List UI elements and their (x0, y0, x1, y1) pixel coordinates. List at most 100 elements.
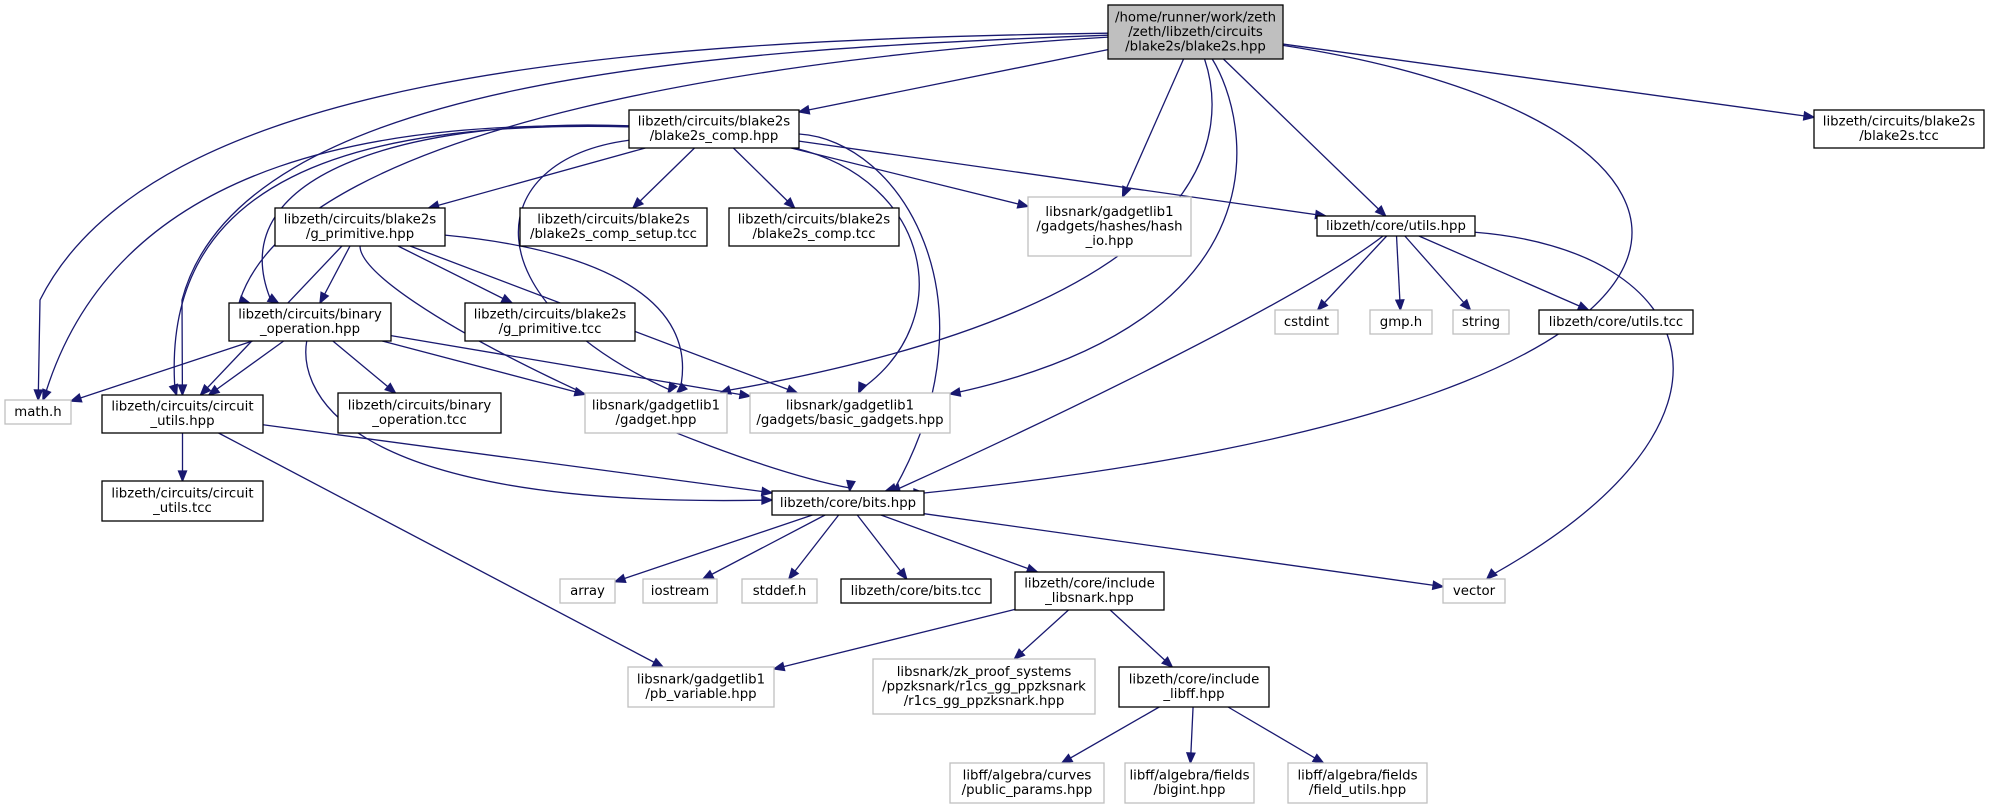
arrowhead-icon (948, 387, 962, 397)
node-gprim-tcc[interactable]: libzeth/circuits/blake2s/g_primitive.tcc (464, 302, 636, 342)
arrowhead-icon (1431, 580, 1445, 591)
node-inc-libff[interactable]: libzeth/core/include_libff.hpp (1118, 666, 1270, 708)
node-box (949, 762, 1105, 804)
node-label-line: libzeth/circuits/blake2s (638, 115, 790, 130)
node-bits-tcc[interactable]: libzeth/core/bits.tcc (840, 578, 992, 604)
edge-inc_libff-to-bigint (1185, 706, 1196, 765)
node-root[interactable]: /home/runner/work/zeth/zeth/libzeth/circ… (1107, 4, 1284, 60)
node-label-line: /g_primitive.tcc (499, 322, 602, 337)
arrowhead-icon (783, 197, 796, 210)
arrowhead-icon (1316, 298, 1329, 312)
arrowhead-icon (785, 384, 799, 394)
node-circ-utils-tcc[interactable]: libzeth/circuits/circuit_utils.tcc (101, 480, 264, 522)
node-label-line: /gadgets/hashes/hash (1036, 219, 1182, 234)
node-label-line: /zeth/libzeth/circuits (1128, 25, 1263, 40)
edge-binop_hpp-to-gadget (382, 340, 587, 397)
arrowhead-icon (761, 495, 774, 505)
arrowhead-icon (1016, 199, 1030, 209)
arrowhead-icon (651, 657, 665, 668)
node-label-line: libzeth/circuits/blake2s (1823, 115, 1975, 130)
node-label-line: _operation.hpp (259, 322, 360, 337)
node-label-line: /home/runner/work/zeth (1115, 10, 1276, 25)
node-circ-utils-hpp[interactable]: libzeth/circuits/circuit_utils.hpp (101, 394, 264, 434)
node-label-line: libzeth/circuits/circuit (111, 487, 253, 502)
arrowhead-icon (631, 197, 645, 210)
edge-bits_hpp-to-stddef (787, 514, 840, 581)
arrowhead-icon (1025, 563, 1040, 574)
node-iostream: iostream (642, 578, 718, 604)
arrowhead-icon (667, 381, 678, 395)
node-box (1442, 578, 1506, 604)
node-box (4, 399, 72, 425)
arrowhead-icon (69, 393, 83, 403)
node-label-line: /public_params.hpp (962, 783, 1093, 798)
node-box (771, 490, 925, 516)
arrowhead-icon (1459, 298, 1472, 312)
node-label-line: _io.hpp (1085, 234, 1134, 249)
node-bigint: libff/algebra/fields/bigint.hpp (1124, 762, 1255, 804)
arrowhead-icon (1485, 568, 1498, 581)
node-label-line: /g_primitive.hpp (306, 227, 414, 242)
node-blake2s-tcc[interactable]: libzeth/circuits/blake2s/blake2s.tcc (1813, 109, 1985, 149)
node-label-line: vector (1453, 584, 1496, 599)
arrowhead-icon (675, 382, 688, 395)
edge-binop_hpp-to-math (69, 340, 253, 403)
node-utils-hpp[interactable]: libzeth/core/utils.hpp (1316, 215, 1476, 237)
node-field-utils: libff/algebra/fields/field_utils.hpp (1287, 762, 1428, 804)
node-label-line: gmp.h (1380, 315, 1423, 330)
node-comp-hpp[interactable]: libzeth/circuits/blake2s/blake2s_comp.hp… (628, 109, 800, 149)
arrowhead-icon (384, 382, 397, 395)
node-label-line: /bigint.hpp (1154, 783, 1226, 798)
edge-binop_hpp-to-circ_utils_hpp (207, 340, 285, 397)
node-gprim-hpp[interactable]: libzeth/circuits/blake2s/g_primitive.hpp (274, 207, 446, 247)
node-bits-hpp[interactable]: libzeth/core/bits.hpp (771, 490, 925, 516)
node-label-line: libzeth/circuits/blake2s (284, 213, 436, 228)
edge-binop_hpp-to-binop_tcc (332, 340, 397, 395)
arrowhead-icon (168, 383, 179, 397)
node-binop-tcc[interactable]: libzeth/circuits/binary_operation.tcc (337, 392, 502, 434)
node-box (627, 666, 775, 708)
edge-comp_hpp-to-math (42, 125, 630, 402)
node-math: math.h (4, 399, 72, 425)
arrowhead-icon (177, 470, 188, 483)
node-label-line: string (1462, 315, 1500, 330)
node-comp-tcc[interactable]: libzeth/circuits/blake2s/blake2s_comp.tc… (728, 207, 900, 247)
node-gadget: libsnark/gadgetlib1/gadget.hpp (584, 392, 728, 434)
node-label-line: libff/algebra/curves (963, 769, 1092, 784)
edge-circ_utils_hpp-to-circ_utils_tcc (177, 433, 188, 483)
node-inc-libsnark[interactable]: libzeth/core/include_libsnark.hpp (1014, 571, 1165, 611)
node-box (628, 109, 800, 149)
arrowhead-icon (199, 383, 212, 397)
edge-comp_hpp-to-comp_tcc (732, 147, 796, 210)
arrowhead-icon (772, 661, 786, 672)
node-label-line: /blake2s.tcc (1859, 129, 1939, 144)
node-label-line: libsnark/gadgetlib1 (592, 399, 720, 414)
arrowhead-icon (787, 567, 800, 581)
node-comp-setup-tcc[interactable]: libzeth/circuits/blake2s/blake2s_comp_se… (519, 207, 708, 247)
edge-utils_hpp-to-vector (1474, 231, 1674, 581)
edge-comp_hpp-to-comp_setup_tcc (631, 147, 695, 210)
edge-bits_hpp-to-array (613, 514, 813, 584)
edge-root-to-comp_hpp (797, 48, 1109, 115)
node-label-line: libzeth/core/include (1024, 577, 1155, 592)
node-box (728, 207, 900, 247)
node-box (274, 207, 446, 247)
node-box (1813, 109, 1985, 149)
arrowhead-icon (42, 388, 52, 402)
arrowhead-icon (760, 486, 774, 497)
node-box (1369, 309, 1433, 335)
arrowhead-icon (319, 291, 330, 305)
node-binop-hpp[interactable]: libzeth/circuits/binary_operation.hpp (228, 302, 392, 342)
edge-binop_hpp-to-basic_gadgets (390, 335, 752, 400)
arrowhead-icon (1311, 753, 1325, 764)
node-label-line: /gadget.hpp (616, 413, 697, 428)
node-box (1014, 571, 1165, 611)
node-label-line: /field_utils.hpp (1309, 783, 1406, 798)
edge-utils_hpp-to-utils_tcc (1418, 235, 1591, 311)
node-utils-tcc[interactable]: libzeth/core/utils.tcc (1538, 309, 1694, 335)
arrowhead-icon (1576, 301, 1591, 311)
edge-bits_hpp-to-inc_libsnark (880, 514, 1040, 574)
node-stddef: stddef.h (741, 578, 818, 604)
edge-gprim_hpp-to-binop_hpp (319, 245, 351, 305)
